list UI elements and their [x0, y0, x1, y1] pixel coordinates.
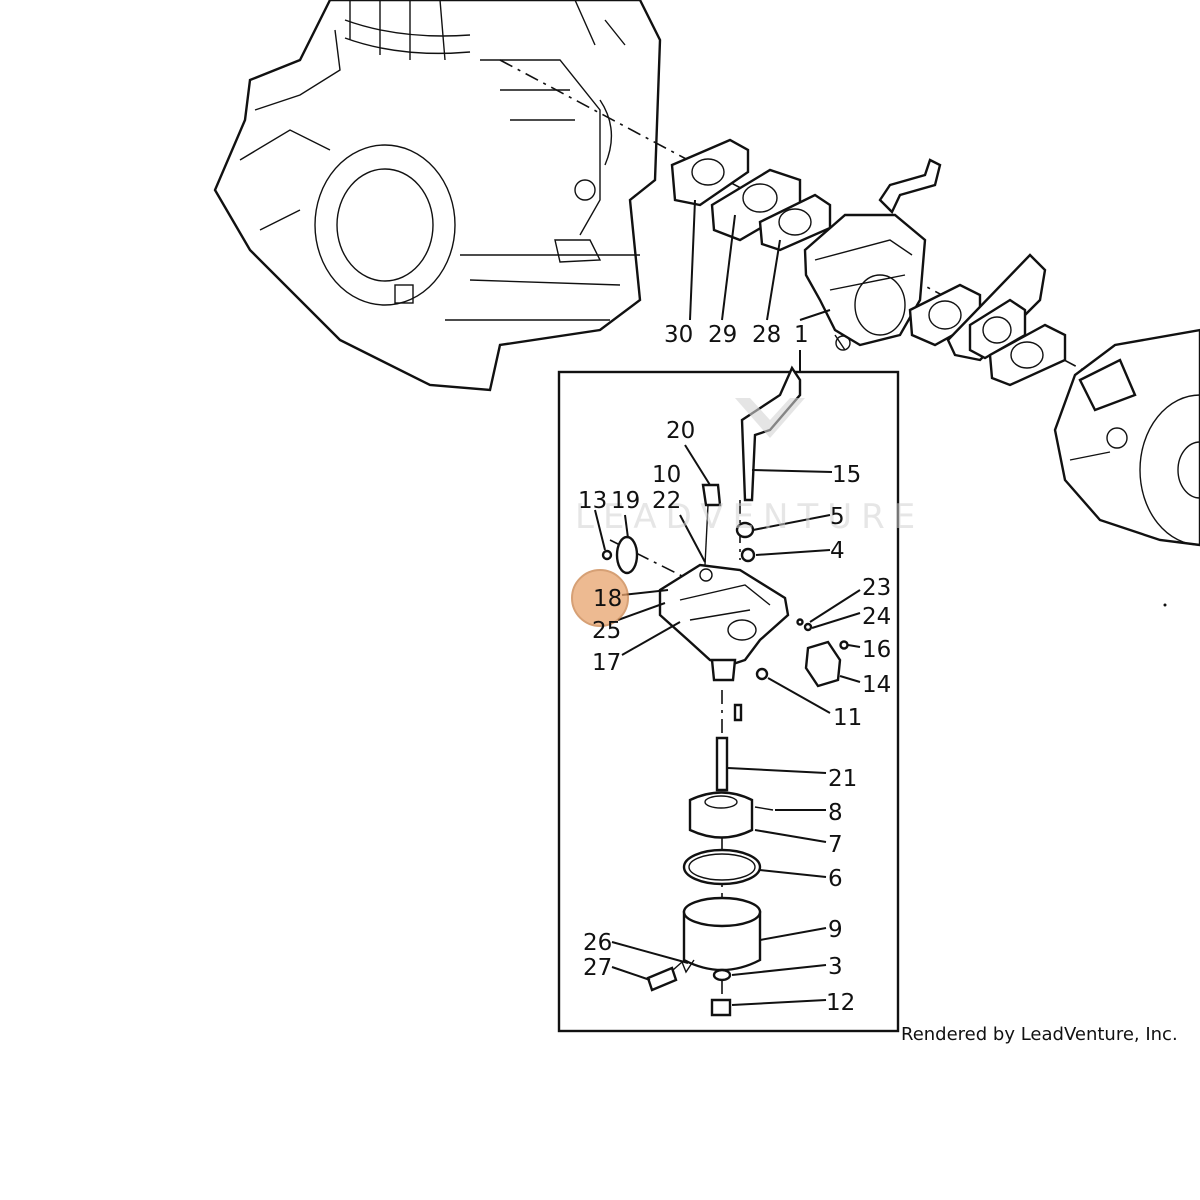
callout-17[interactable]: 17 — [592, 650, 621, 676]
callout-19[interactable]: 19 — [611, 488, 640, 514]
callout-11[interactable]: 11 — [833, 705, 862, 731]
engine-block — [213, 0, 662, 392]
callout-30[interactable]: 30 — [664, 322, 693, 348]
watermark-text: LEADVENTURE — [575, 497, 924, 537]
exploded-carburetor-parts — [601, 365, 849, 1017]
leader-lines — [594, 199, 861, 1006]
carburetor-assembly-top — [803, 158, 942, 351]
callout-18[interactable]: 18 — [593, 586, 622, 612]
callout-25[interactable]: 25 — [592, 618, 621, 644]
exploded-view-frame — [557, 350, 900, 1033]
callout-10[interactable]: 10 — [652, 462, 681, 488]
callout-22[interactable]: 22 — [652, 488, 681, 514]
callout-27[interactable]: 27 — [583, 955, 612, 981]
callout-9[interactable]: 9 — [828, 917, 843, 943]
stray-dot — [1163, 603, 1167, 607]
callout-13[interactable]: 13 — [578, 488, 607, 514]
callout-3[interactable]: 3 — [828, 954, 843, 980]
callout-1[interactable]: 1 — [794, 322, 809, 348]
render-credit: Rendered by LeadVenture, Inc. — [901, 1024, 1178, 1045]
callout-6[interactable]: 6 — [828, 866, 843, 892]
callout-20[interactable]: 20 — [666, 418, 695, 444]
watermark: LEADVENTURE — [575, 398, 924, 537]
callout-5[interactable]: 5 — [830, 504, 845, 530]
callout-4[interactable]: 4 — [830, 538, 845, 564]
callout-14[interactable]: 14 — [862, 672, 891, 698]
callout-labels: 30 29 28 1 20 15 10 22 13 19 5 4 18 25 2… — [578, 322, 891, 1016]
callout-8[interactable]: 8 — [828, 800, 843, 826]
callout-26[interactable]: 26 — [583, 930, 612, 956]
air-cleaner-housing — [1053, 328, 1200, 547]
callout-21[interactable]: 21 — [828, 766, 857, 792]
callout-7[interactable]: 7 — [828, 832, 843, 858]
callout-23[interactable]: 23 — [862, 575, 891, 601]
callout-15[interactable]: 15 — [832, 462, 861, 488]
callout-16[interactable]: 16 — [862, 637, 891, 663]
air-cleaner-gaskets — [908, 253, 1067, 387]
highlight-marker[interactable] — [571, 569, 629, 627]
callout-24[interactable]: 24 — [862, 604, 891, 630]
callout-12[interactable]: 12 — [826, 990, 855, 1016]
callout-28[interactable]: 28 — [752, 322, 781, 348]
callout-29[interactable]: 29 — [708, 322, 737, 348]
